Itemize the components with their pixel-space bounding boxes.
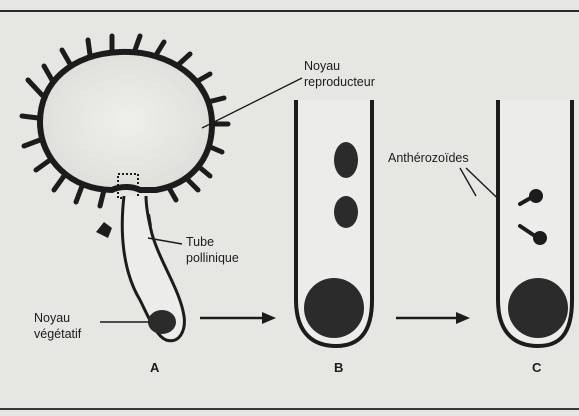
arrow-b-to-c [396,312,470,324]
vegetative-nucleus-b [304,278,364,338]
label-noyau-vegetatif-1: Noyau [34,311,70,325]
label-noyau-vegetatif-2: végétatif [34,327,82,341]
generative-nucleus-1-b [334,142,358,178]
panel-label-a: A [150,360,160,375]
arrow-a-to-b [200,312,276,324]
generative-nucleus-2-b [334,196,358,228]
label-noyau-reproducteur-2: reproducteur [304,75,375,89]
vegetative-nucleus-a [148,310,176,334]
label-tube-pollinique-2: pollinique [186,251,239,265]
tube-tip-c [498,100,572,346]
label-tube-pollinique-1: Tube [186,235,214,249]
pollen-grain-a [22,36,228,341]
panel-label-b: B [334,360,343,375]
panel-label-c: C [532,360,542,375]
label-noyau-reproducteur-1: Noyau [304,59,340,73]
label-antherozoides: Anthérozoïdes [388,151,469,165]
grain-wall [40,52,212,190]
vegetative-nucleus-c [508,278,568,338]
tube-tip-b [296,100,372,346]
